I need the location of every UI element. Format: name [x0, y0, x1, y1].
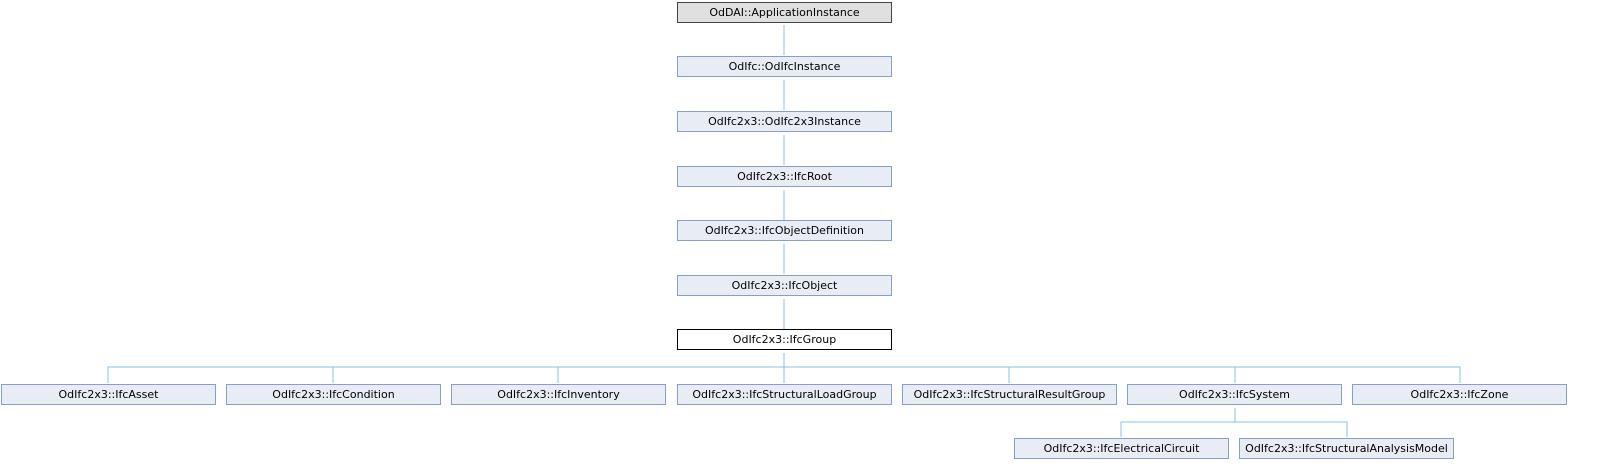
class-node-odifc2x3-instance[interactable]: OdIfc2x3::OdIfc2x3Instance — [677, 111, 892, 132]
class-node-ifc-condition[interactable]: OdIfc2x3::IfcCondition — [226, 384, 441, 405]
class-node-ifc-object-definition[interactable]: OdIfc2x3::IfcObjectDefinition — [677, 220, 892, 241]
class-node-ifc-object[interactable]: OdIfc2x3::IfcObject — [677, 275, 892, 296]
class-node-ifc-structural-analysis-model[interactable]: OdIfc2x3::IfcStructuralAnalysisModel — [1239, 438, 1454, 459]
class-node-ifc-group: OdIfc2x3::IfcGroup — [677, 329, 892, 350]
class-node-ifc-zone[interactable]: OdIfc2x3::IfcZone — [1352, 384, 1567, 405]
class-node-application-instance: OdDAI::ApplicationInstance — [677, 2, 892, 23]
class-node-ifc-asset[interactable]: OdIfc2x3::IfcAsset — [1, 384, 216, 405]
class-node-ifc-structural-load-group[interactable]: OdIfc2x3::IfcStructuralLoadGroup — [677, 384, 892, 405]
class-node-ifc-inventory[interactable]: OdIfc2x3::IfcInventory — [451, 384, 666, 405]
class-node-ifc-root[interactable]: OdIfc2x3::IfcRoot — [677, 166, 892, 187]
class-node-ifc-system[interactable]: OdIfc2x3::IfcSystem — [1127, 384, 1342, 405]
class-node-ifc-electrical-circuit[interactable]: OdIfc2x3::IfcElectricalCircuit — [1014, 438, 1229, 459]
class-node-odifc-instance[interactable]: OdIfc::OdIfcInstance — [677, 56, 892, 77]
class-node-ifc-structural-result-group[interactable]: OdIfc2x3::IfcStructuralResultGroup — [902, 384, 1117, 405]
edge-bus-system-children — [1120, 421, 1348, 437]
